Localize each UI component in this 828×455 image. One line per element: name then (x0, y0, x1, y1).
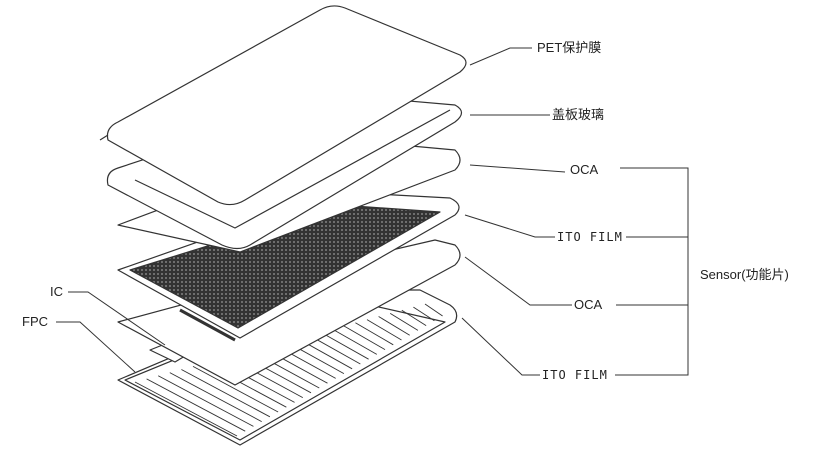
electrode-stripe (401, 309, 427, 326)
electrode-stripe (320, 331, 369, 360)
electrode-stripe (424, 303, 443, 317)
electrode-stripe (146, 378, 246, 432)
electrode-stripe (169, 372, 262, 422)
electrode-stripe (378, 316, 410, 336)
label-ito-film-1: ITO FILM (557, 230, 623, 244)
leader-lines (56, 47, 689, 376)
electrode-stripe (343, 325, 386, 350)
electrode-stripe (192, 366, 279, 413)
label-oca-2: OCA (574, 297, 603, 312)
electrode-stripe (355, 322, 394, 346)
electrode-stripe (134, 381, 238, 437)
oca-2-layer (117, 239, 461, 386)
electrode-stripe (366, 319, 402, 341)
pet-film-layer (99, 5, 467, 206)
electrode-stripe (389, 312, 419, 331)
label-ic: IC (50, 284, 63, 299)
electrode-stripe (181, 369, 271, 418)
label-oca-1: OCA (570, 162, 599, 177)
label-pet: PET保护膜 (537, 40, 602, 55)
electrode-stripe (157, 375, 254, 427)
label-ito-film-2: ITO FILM (542, 368, 608, 382)
electrode-stripe (331, 328, 378, 355)
label-cover-glass: 盖板玻璃 (552, 107, 605, 122)
electrode-stripe (413, 306, 435, 322)
label-fpc: FPC (22, 314, 48, 329)
label-sensor: Sensor(功能片) (700, 267, 789, 282)
